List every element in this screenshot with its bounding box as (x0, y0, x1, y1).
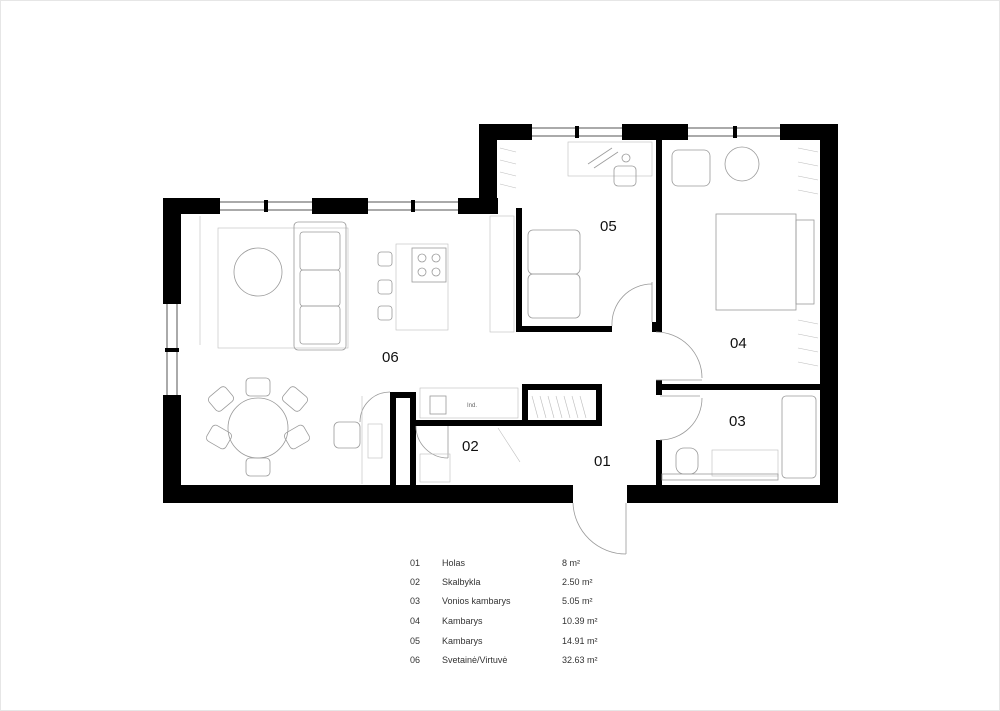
wall-02-outer-b (410, 392, 416, 486)
wall-closet-right (596, 384, 602, 426)
wall-closet-left (522, 384, 528, 426)
furniture-room02: Ind. (419, 387, 587, 483)
windows (165, 126, 780, 395)
kitchen-island (395, 243, 449, 331)
wall-room05-left (516, 208, 522, 332)
wall-step (479, 124, 497, 214)
wall-closet-bottom (528, 420, 602, 426)
armchair (671, 149, 711, 187)
desk (567, 141, 653, 177)
wall-top-left-b (312, 198, 368, 214)
bathtub (781, 395, 817, 479)
room-label-04: 04 (730, 335, 747, 352)
dining-table (227, 397, 289, 459)
rug (217, 227, 349, 349)
room-label-06: 06 (382, 349, 399, 366)
wall-top-right-c (780, 124, 838, 140)
vanity (711, 449, 779, 477)
kitchen-counter (419, 387, 519, 419)
wall-bottom-left (163, 485, 573, 503)
coffee-table (233, 247, 283, 297)
furniture-room06 (199, 215, 515, 484)
hob (411, 247, 447, 283)
kitchen-cabinet (489, 215, 515, 333)
wall-02-outer-a (390, 392, 396, 486)
armchair (527, 229, 581, 275)
induction-label: Ind. (467, 403, 477, 409)
wall-03-left (656, 440, 662, 490)
furniture-room05 (499, 141, 653, 319)
wall-04-03-stub (656, 380, 662, 395)
toilet (675, 447, 699, 475)
bar-stool (377, 279, 393, 295)
furniture-room03 (661, 395, 817, 481)
sofa (293, 221, 347, 351)
wall-left-upper (163, 198, 181, 304)
bar-stool (377, 305, 393, 321)
doors (359, 282, 703, 555)
wall-room05-bottom (516, 326, 612, 332)
bed (715, 213, 797, 311)
wall-05-04-stub (652, 322, 662, 332)
wall-bottom-right (627, 485, 838, 503)
wall-02-top (416, 420, 522, 426)
side-table (724, 146, 760, 182)
bar-stool (377, 251, 393, 267)
room-label-05: 05 (600, 218, 617, 235)
wall-closet-top (522, 384, 602, 390)
room-labels: 05 04 06 03 02 01 (382, 218, 747, 470)
entrance-door-swing (572, 502, 627, 555)
wall-left-lower (163, 395, 181, 503)
wall-top-right-b (622, 124, 688, 140)
wall-05-04 (656, 140, 662, 330)
armchair (527, 273, 581, 319)
wall-right (820, 124, 838, 503)
wall-04-03 (662, 384, 820, 390)
room-label-03: 03 (729, 413, 746, 430)
room-label-01: 01 (594, 453, 611, 470)
wall-02-top-left (390, 392, 416, 398)
walls (163, 124, 838, 503)
furniture-room04 (671, 146, 819, 367)
room-label-02: 02 (462, 438, 479, 455)
